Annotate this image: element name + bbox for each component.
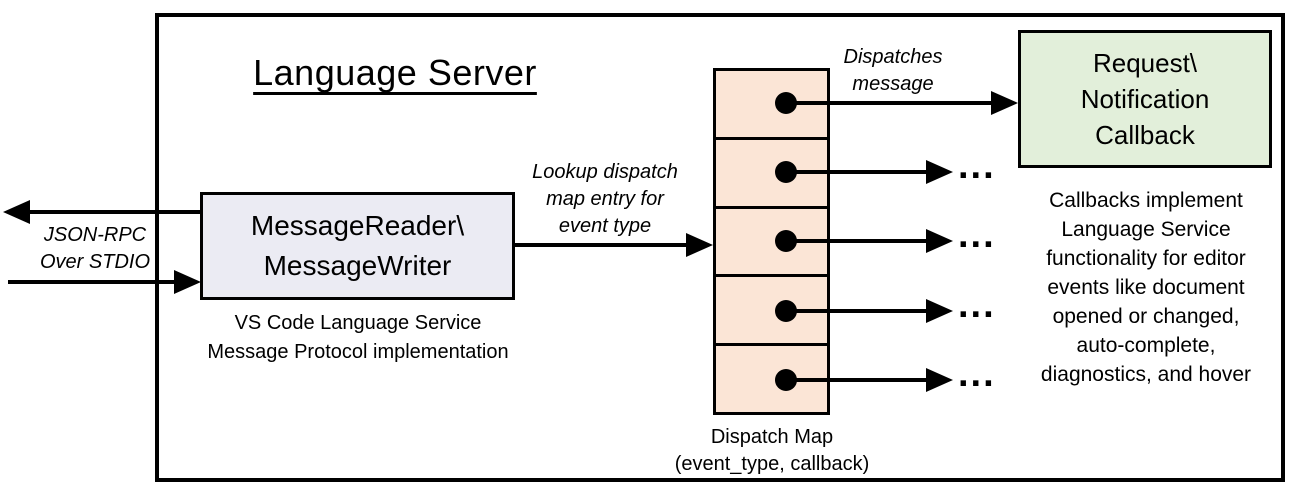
- dispatch-map-caption-line1: Dispatch Map: [710, 426, 834, 448]
- dispatch-map-entry-5: [716, 343, 827, 412]
- reader-box-caption-line2: Message Protocol implementation: [207, 341, 509, 363]
- dispatches-message-label: Dispatches message: [818, 44, 968, 98]
- message-writer-label: MessageWriter: [263, 250, 452, 281]
- callbacks-explanation-line4: events like document: [1047, 276, 1245, 299]
- message-reader-label: MessageReader\: [250, 210, 465, 241]
- message-reader-writer-box: MessageReader\ MessageWriter: [200, 192, 515, 300]
- callbacks-explanation-line3: functionality for editor: [1046, 247, 1246, 270]
- callback-box-line3: Callback: [1095, 120, 1195, 150]
- dispatch-map-table: [713, 68, 830, 415]
- dispatches-message-label-line1: Dispatches: [843, 46, 943, 68]
- lookup-dispatch-label: Lookup dispatch map entry for event type: [510, 159, 700, 240]
- callbacks-explanation-line7: diagnostics, and hover: [1040, 363, 1252, 386]
- reader-box-caption-line1: VS Code Language Service: [234, 312, 482, 334]
- request-notification-callback-box: Request\ Notification Callback: [1018, 30, 1272, 168]
- dispatch-map-entry-2: [716, 136, 827, 206]
- lookup-dispatch-label-line1: Lookup dispatch: [532, 161, 678, 183]
- dispatches-message-label-line2: message: [852, 73, 934, 95]
- dispatch-map-caption-line2: (event_type, callback): [674, 453, 870, 475]
- json-rpc-stdio-label-line1: JSON-RPC: [43, 224, 147, 246]
- more-callbacks-ellipsis-4: ...: [958, 353, 996, 395]
- dispatch-map-entry-1: [716, 71, 827, 137]
- callback-box-line2: Notification: [1080, 84, 1210, 114]
- json-rpc-stdio-label: JSON-RPC Over STDIO: [25, 222, 165, 276]
- lookup-dispatch-label-line3: event type: [558, 215, 652, 237]
- callbacks-explanation-line6: auto-complete,: [1076, 334, 1216, 357]
- more-callbacks-ellipsis-3: ...: [958, 284, 996, 326]
- callbacks-explanation-line1: Callbacks implement: [1049, 189, 1243, 212]
- language-server-boundary-box: [155, 13, 1285, 482]
- callbacks-explanation-text: Callbacks implement Language Service fun…: [1008, 186, 1284, 389]
- dispatch-map-entry-3: [716, 205, 827, 275]
- dispatch-map-caption: Dispatch Map (event_type, callback): [642, 424, 902, 478]
- json-rpc-stdio-label-line2: Over STDIO: [39, 251, 150, 273]
- diagram-title: Language Server: [253, 52, 537, 93]
- callbacks-explanation-line2: Language Service: [1061, 218, 1231, 241]
- reader-box-caption: VS Code Language Service Message Protoco…: [182, 309, 534, 367]
- lookup-dispatch-label-line2: map entry for: [546, 188, 664, 210]
- more-callbacks-ellipsis-1: ...: [958, 145, 996, 187]
- callback-box-line1: Request\: [1092, 48, 1198, 78]
- more-callbacks-ellipsis-2: ...: [958, 214, 996, 256]
- callbacks-explanation-line5: opened or changed,: [1052, 305, 1240, 328]
- dispatch-map-entry-4: [716, 274, 827, 344]
